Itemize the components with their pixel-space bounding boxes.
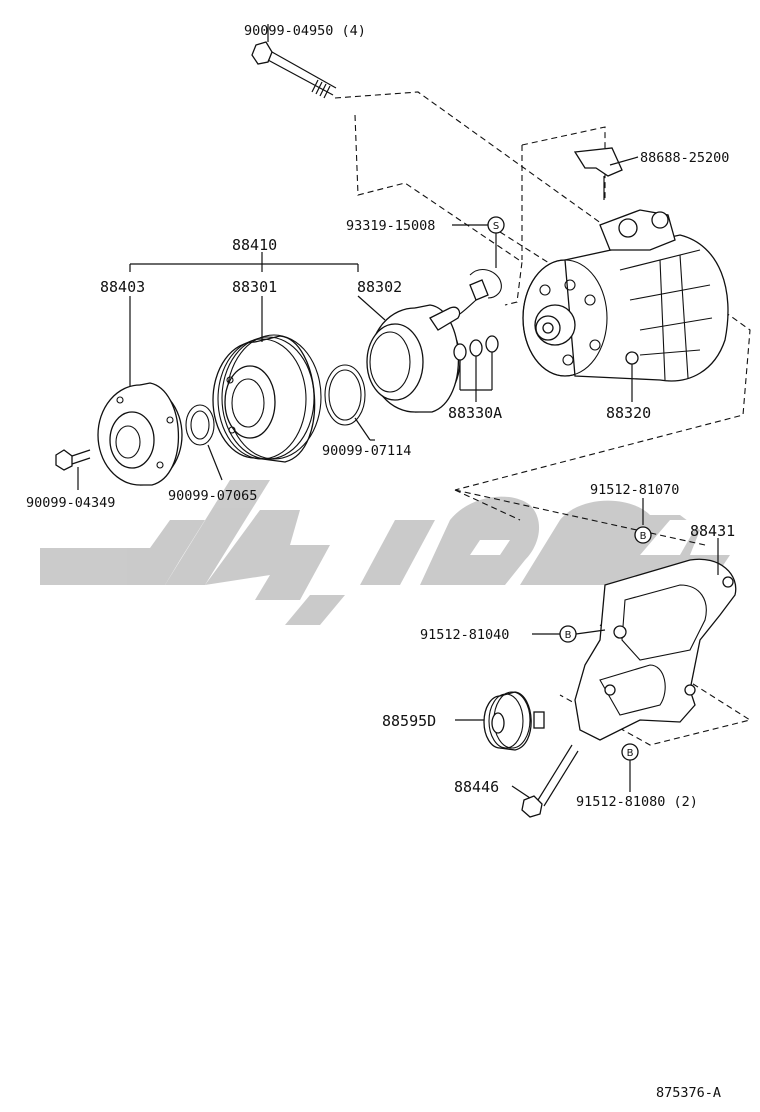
- orings-leader: [459, 352, 493, 402]
- bolt-90099-04950[interactable]: [251, 28, 337, 99]
- center-bolt-90099-04349[interactable]: [55, 449, 91, 490]
- symbol-b-3-text: B: [627, 748, 634, 759]
- symbol-s-text: S: [493, 221, 499, 232]
- label-stator[interactable]: 88302: [357, 278, 402, 296]
- label-snap-ring[interactable]: 90099-07114: [322, 443, 411, 459]
- label-mount-bolt-2[interactable]: 91512-81040: [420, 627, 509, 643]
- label-pressure-plate[interactable]: 88403: [100, 278, 145, 296]
- label-clutch-assy[interactable]: 88410: [232, 236, 277, 254]
- symbol-b-2: B: [559, 625, 577, 643]
- watermark-logo: [40, 480, 730, 625]
- pressure-plate-88403[interactable]: [97, 382, 183, 486]
- idler-pulley-88595D[interactable]: [483, 691, 545, 751]
- label-mount-bolt-3[interactable]: 91512-81080 (2): [576, 794, 698, 810]
- bracket-88688-25200[interactable]: [573, 147, 639, 200]
- label-oring-kit[interactable]: 88330A: [448, 404, 502, 422]
- bracket-88431[interactable]: [574, 558, 737, 741]
- label-bolt-top[interactable]: 90099-04950 (4): [244, 23, 366, 39]
- stator-88302[interactable]: [366, 304, 461, 413]
- symbol-b-1-text: B: [640, 531, 647, 542]
- label-pulley[interactable]: 88301: [232, 278, 277, 296]
- label-idler-bolt[interactable]: 88446: [454, 778, 499, 796]
- pulley-88301[interactable]: [212, 334, 322, 463]
- snap-ring-90099-07114[interactable]: [324, 364, 375, 441]
- label-stud[interactable]: 93319-15008: [346, 218, 435, 234]
- symbol-b-3: B: [621, 743, 639, 761]
- orings-88330A[interactable]: [453, 335, 499, 361]
- symbol-b-1: B: [634, 526, 652, 544]
- leader-lines: [129, 24, 719, 799]
- label-compressor[interactable]: 88320: [606, 404, 651, 422]
- compressor-88320[interactable]: [522, 209, 729, 402]
- diagram-id: 875376-A: [656, 1085, 721, 1101]
- label-bracket-top[interactable]: 88688-25200: [640, 150, 729, 166]
- shim-90099-07065[interactable]: [185, 404, 223, 481]
- label-center-bolt[interactable]: 90099-04349: [26, 495, 115, 511]
- symbol-b-2-text: B: [565, 630, 572, 641]
- idler-bolt-88446[interactable]: [521, 744, 579, 818]
- label-bracket[interactable]: 88431: [690, 522, 735, 540]
- symbol-s: S: [487, 216, 505, 234]
- label-idler-pulley[interactable]: 88595D: [382, 712, 436, 730]
- label-shim[interactable]: 90099-07065: [168, 488, 257, 504]
- label-mount-bolt-1[interactable]: 91512-81070: [590, 482, 679, 498]
